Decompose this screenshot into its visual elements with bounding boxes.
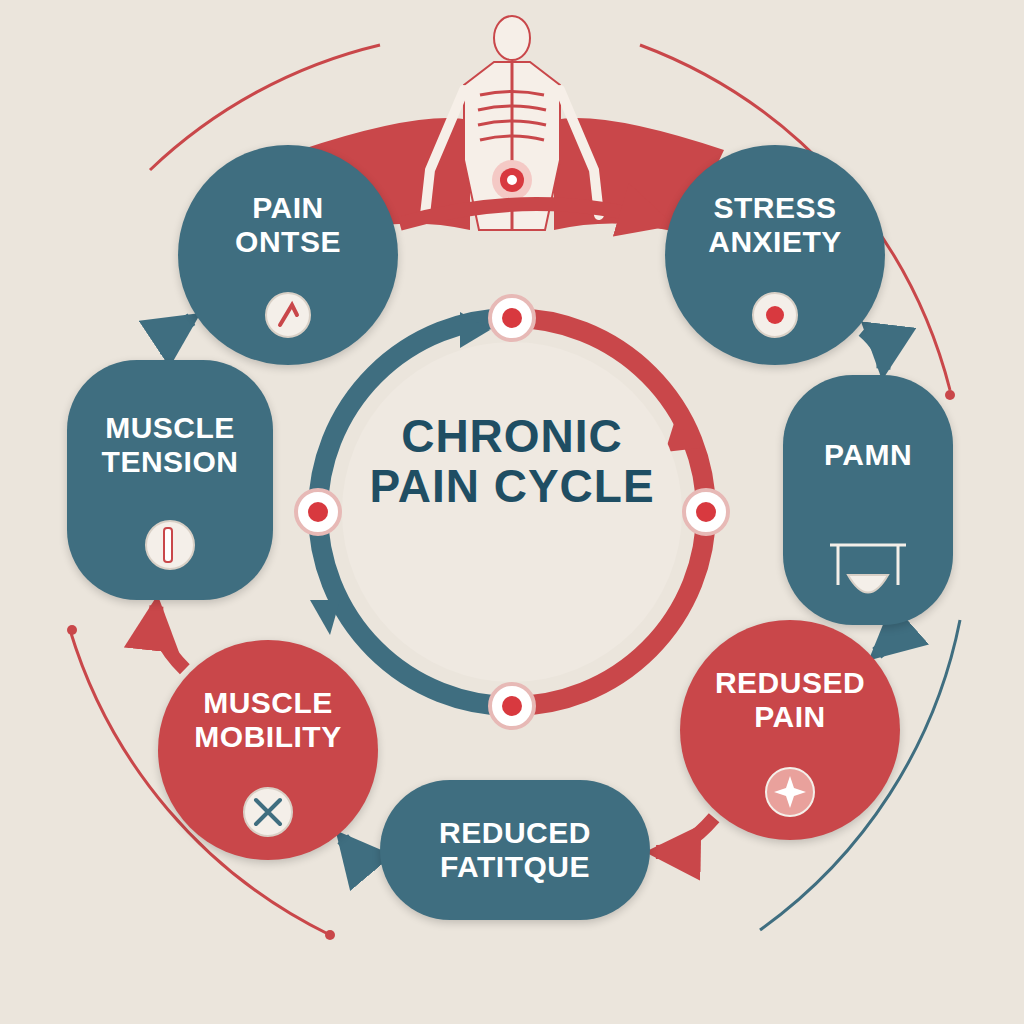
cycle-band: MUSCLE TENSION [67,360,273,600]
cycle-arrow [877,631,895,653]
relief-icon [766,768,814,816]
cycle-arrow [863,330,883,369]
cycle-band: PAMN [783,375,953,625]
center-disc [342,342,682,682]
ring-dot [67,625,77,635]
tension-icon [146,521,194,569]
inner-arrowhead [665,420,700,452]
brace-icon [830,545,906,593]
cycle-bubble: REDUSED PAIN [680,620,900,840]
stage-label: REDUCED FATITQUE [430,816,600,883]
cycle-bubble: STRESS ANXIETY [665,145,885,365]
outer-ring-line [640,45,950,390]
cycle-arrow [343,839,374,864]
cycle-arrow [167,319,191,354]
stress-icon [753,293,797,337]
stage-label: REDUSED PAIN [705,666,875,733]
inner-arrowhead [310,600,340,635]
cycle-arrow [156,606,185,669]
mobility-icon [244,788,292,836]
stage-label: MUSCLE TENSION [85,411,255,478]
stage-label: STRESS ANXIETY [690,191,860,258]
diagram-title: CHRONIC PAIN CYCLE [362,412,662,511]
stage-label: MUSCLE MOBILITY [183,686,353,753]
stage-label: PAMN [824,438,912,472]
cycle-bubble: MUSCLE MOBILITY [158,640,378,860]
ring-dot [325,930,335,940]
ring-dot [945,390,955,400]
pain-icon [266,293,310,337]
cycle-bubble: PAIN ONTSE [178,145,398,365]
cycle-arrow [400,204,664,224]
inner-arrowhead [460,312,490,348]
cycle-arrow [656,818,714,852]
stage-label: PAIN ONTSE [203,191,373,258]
inner-target-dots [296,296,728,728]
cycle-band: REDUCED FATITQUE [380,780,650,920]
